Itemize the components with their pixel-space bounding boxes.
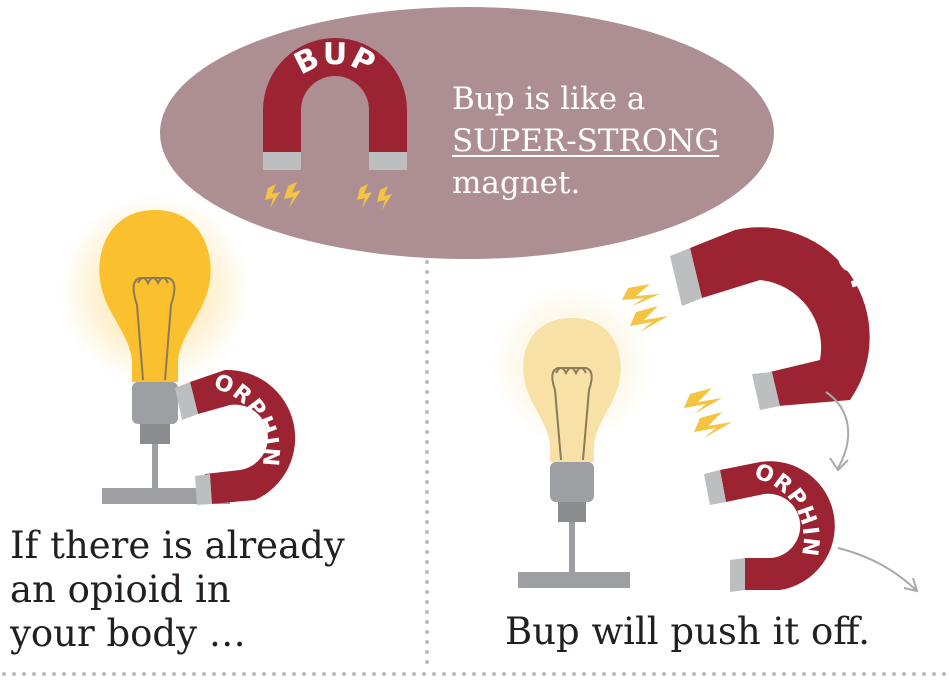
left-caption-line3: your body … xyxy=(10,612,246,655)
left-caption: If there is already an opioid in your bo… xyxy=(10,524,410,656)
spark-icon xyxy=(622,284,732,438)
right-caption: Bup will push it off. xyxy=(505,610,870,653)
intro-line3: magnet. xyxy=(452,165,581,201)
push-arrow xyxy=(825,391,850,472)
dim-lightbulb xyxy=(492,285,652,588)
intro-line1: Bup is like a xyxy=(452,81,646,117)
away-arrow xyxy=(837,547,919,593)
bright-lightbulb xyxy=(60,195,250,504)
left-caption-line1: If there is already xyxy=(10,524,345,567)
spark-icon xyxy=(265,182,392,210)
bup-magnet-large: BUP xyxy=(670,213,886,410)
left-caption-line2: an opioid in xyxy=(10,568,231,611)
bup-magnet-small: BUP xyxy=(263,37,407,170)
intro-emphasis: SUPER-STRONG xyxy=(452,123,720,159)
intro-text: Bup is like a SUPER-STRONG magnet. xyxy=(452,78,752,204)
